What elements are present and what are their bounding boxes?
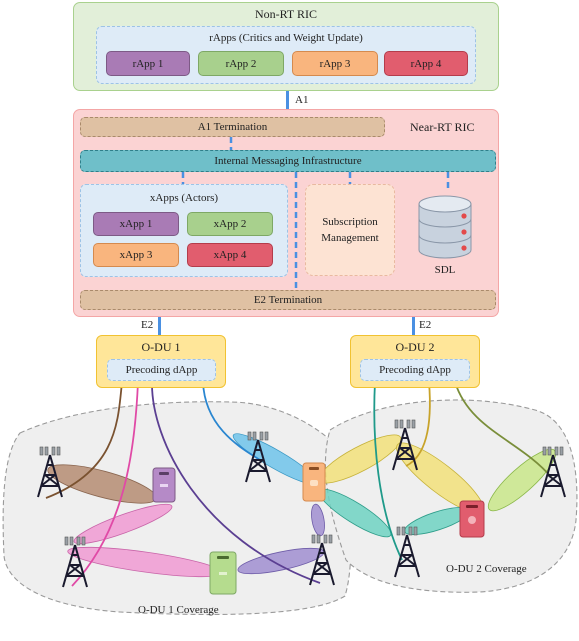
- sdl-label: SDL: [434, 264, 456, 276]
- ue-device-icon: [152, 467, 176, 503]
- e2-label-left: E2: [141, 319, 154, 331]
- database-icon: [418, 195, 472, 259]
- xapp-2-button[interactable]: xApp 2: [187, 212, 273, 236]
- a1-termination: A1 Termination: [80, 117, 385, 137]
- ue-device-icon: [209, 551, 237, 595]
- xapps-group-label: xApps (Actors): [149, 192, 219, 204]
- rapp-1-button[interactable]: rApp 1: [106, 51, 190, 76]
- ue-device-icon: [459, 500, 485, 538]
- rapp-2-button[interactable]: rApp 2: [198, 51, 284, 76]
- internal-messaging-infrastructure: Internal Messaging Infrastructure: [80, 150, 496, 172]
- xapp-3-button[interactable]: xApp 3: [93, 243, 179, 267]
- a1-link: [286, 91, 289, 117]
- non-rt-ric-title: Non-RT RIC: [254, 6, 318, 21]
- a1-label: A1: [295, 94, 309, 106]
- odu2-coverage-label: O-DU 2 Coverage: [446, 563, 527, 575]
- e2-termination: E2 Termination: [80, 290, 496, 310]
- xapp-1-button[interactable]: xApp 1: [93, 212, 179, 236]
- e2-label-right: E2: [419, 319, 432, 331]
- rapps-group-label: rApps (Critics and Weight Update): [209, 32, 363, 44]
- odu1-coverage-area: [2, 401, 353, 616]
- e2-link-left: [158, 317, 161, 337]
- subscription-management: Subscription Management: [305, 184, 395, 276]
- xapp-4-button[interactable]: xApp 4: [187, 243, 273, 267]
- ue-device-icon: [302, 462, 326, 502]
- odu1-precoding-dapp[interactable]: Precoding dApp: [107, 359, 216, 381]
- near-rt-ric-title: Near-RT RIC: [410, 120, 475, 134]
- rapp-4-button[interactable]: rApp 4: [384, 51, 468, 76]
- e2-link-right: [412, 317, 415, 337]
- rapp-3-button[interactable]: rApp 3: [292, 51, 378, 76]
- odu1-title: O-DU 1: [141, 339, 181, 354]
- odu1-coverage-label: O-DU 1 Coverage: [138, 604, 219, 616]
- odu2-precoding-dapp[interactable]: Precoding dApp: [360, 359, 470, 381]
- odu2-title: O-DU 2: [395, 339, 435, 354]
